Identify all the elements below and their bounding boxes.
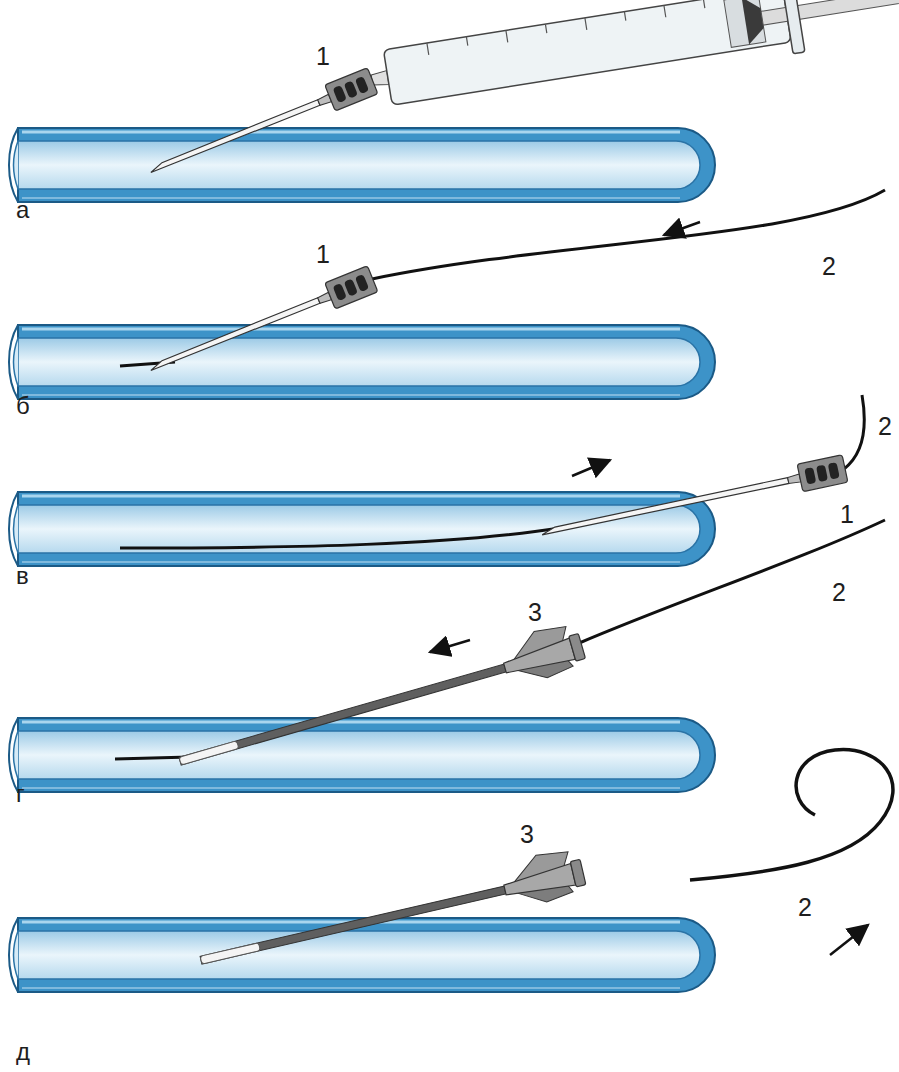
callout-number: 3 — [520, 820, 534, 848]
callout-number: 2 — [822, 252, 836, 280]
callout-number: 3 — [528, 598, 542, 626]
panel-letter: д — [16, 1038, 30, 1066]
panel-letter: в — [16, 562, 29, 590]
callout-number: 2 — [832, 578, 846, 606]
callout-number: 2 — [798, 893, 812, 921]
callout-number: 1 — [840, 500, 854, 528]
callout-number: 1 — [316, 42, 330, 70]
callout-number: 2 — [878, 412, 892, 440]
panel-letter: г — [16, 780, 25, 808]
panel-letter: б — [16, 392, 30, 420]
panel-letter: а — [16, 196, 29, 224]
callout-number: 1 — [316, 240, 330, 268]
